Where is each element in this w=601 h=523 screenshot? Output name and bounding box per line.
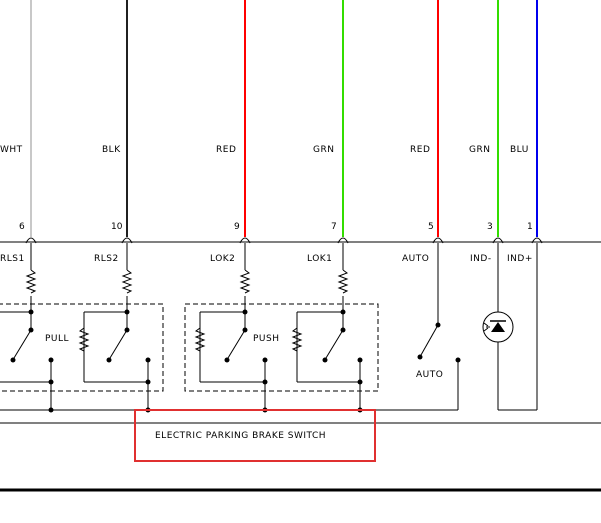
switch-enclosures: [0, 303, 379, 392]
push-switch-box: [184, 303, 379, 392]
pull-switch-box: [0, 303, 164, 392]
internal-wiring: [0, 243, 538, 411]
signal-label: LOK2: [210, 254, 235, 264]
pin-number: 10: [111, 222, 123, 232]
component-name-highlight: [134, 409, 376, 462]
wire-color-label: BLU: [510, 145, 529, 155]
wire-color-label: RED: [216, 145, 236, 155]
pin-number: 7: [331, 222, 337, 232]
push-label: PUSH: [253, 334, 280, 344]
signal-label: IND-: [470, 254, 492, 264]
signal-label: AUTO: [402, 254, 429, 264]
component-outline: [0, 241, 601, 424]
signal-labels: RLS1 RLS2 LOK2 LOK1 AUTO IND- IND+: [0, 254, 533, 264]
pin-number: 3: [487, 222, 493, 232]
contact-dots: [10, 309, 461, 413]
signal-label: LOK1: [307, 254, 332, 264]
pin-number: 5: [428, 222, 434, 232]
pull-label: PULL: [45, 334, 69, 344]
wire-color-label: GRN: [313, 145, 334, 155]
wire-color-label: RED: [410, 145, 430, 155]
pin-number: 6: [19, 222, 25, 232]
wire-runs: [30, 0, 538, 237]
indicator-led-icon: [482, 311, 514, 343]
component-name: ELECTRIC PARKING BRAKE SWITCH: [155, 431, 326, 441]
pin-number: 9: [234, 222, 240, 232]
signal-label: RLS2: [94, 254, 119, 264]
pin-numbers: 6 10 9 7 5 3 1: [19, 222, 533, 232]
wire-color-labels: WHT BLK RED GRN RED GRN BLU: [0, 145, 529, 155]
wire-color-label: WHT: [0, 145, 23, 155]
signal-label: IND+: [507, 254, 533, 264]
pin-number: 1: [527, 222, 533, 232]
wire-color-label: GRN: [469, 145, 490, 155]
wire-color-label: BLK: [102, 145, 121, 155]
auto-switch-label: AUTO: [416, 370, 443, 380]
signal-label: RLS1: [0, 254, 25, 264]
